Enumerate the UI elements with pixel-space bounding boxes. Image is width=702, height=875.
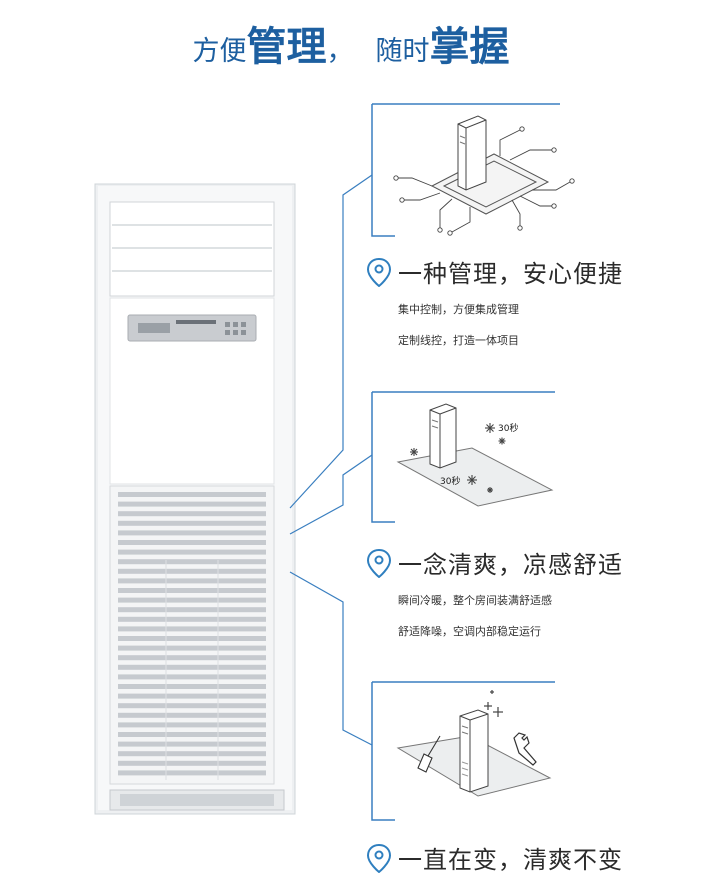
grille-slat (118, 712, 266, 718)
grille-slat (118, 501, 266, 507)
feature-heading: 一种管理，安心便捷 (398, 260, 623, 288)
grille-slat (118, 693, 266, 699)
intake-grille (118, 492, 266, 780)
grille-slat (118, 722, 266, 728)
grille-slat (118, 511, 266, 517)
feature-management: 一种管理，安心便捷 集中控制，方便集成管理 定制线控，打造一体项目 (366, 254, 623, 356)
grille-slat (118, 636, 266, 641)
grille-slat (118, 760, 266, 766)
grille-slat (118, 664, 266, 670)
feature-cooling: 一念清爽，凉感舒适 瞬间冷暖，整个房间装满舒适感 舒适降噪，空调内部稳定运行 (366, 545, 623, 647)
grille-slat (118, 684, 266, 689)
grille-slat (118, 607, 266, 613)
grille-slat (118, 655, 266, 661)
grille-slat (118, 549, 266, 555)
grille-slat (118, 732, 266, 737)
feature-heading: 一直在变，清爽不变 (398, 846, 623, 874)
grille-slat (118, 703, 266, 709)
illustration-rapid-cooling: 30秒 30秒 (371, 391, 555, 523)
title-part-4: 随时 (375, 36, 430, 67)
grille-slat (118, 751, 266, 757)
feature-heading: 一念清爽，凉感舒适 (398, 551, 623, 579)
grille-slat (118, 578, 266, 584)
feature-line: 瞬间冷暖，整个房间装满舒适感 (398, 594, 552, 607)
timer-label-1: 30秒 (498, 422, 518, 434)
grille-slat (118, 626, 266, 632)
grille-slat (118, 674, 266, 680)
brand-logo (176, 320, 216, 324)
page-title: 方便管理， 随时掌握 (0, 14, 702, 72)
grille-slat (118, 520, 266, 526)
feature-line: 舒适降噪，空调内部稳定运行 (398, 625, 541, 638)
grille-slat (118, 588, 266, 593)
feature-line: 集中控制，方便集成管理 (398, 303, 519, 316)
grille-slat (118, 559, 266, 565)
grille-slat (118, 741, 266, 747)
grille-slat (118, 770, 266, 776)
grille-slat (118, 568, 266, 574)
illustration-central-control (371, 103, 575, 237)
feature-line: 定制线控，打造一体项目 (398, 334, 519, 347)
title-part-5: 掌握 (429, 24, 510, 70)
grille-slat (118, 616, 266, 622)
grille-slat (118, 492, 266, 497)
display-panel (127, 314, 257, 342)
title-part-2: 管理 (246, 24, 327, 70)
air-conditioner-unit (94, 183, 296, 815)
grille-slat (118, 530, 266, 536)
grille-slat (118, 540, 266, 545)
grille-slat (118, 645, 266, 651)
feature-consistency: 一直在变，清爽不变 (366, 840, 623, 875)
illustration-maintenance (371, 681, 555, 821)
timer-label-2: 30秒 (440, 475, 460, 487)
location-pin-icon (367, 843, 391, 873)
title-part-1: 方便 (192, 36, 247, 67)
location-pin-icon (367, 257, 391, 287)
grille-slat (118, 597, 266, 603)
connector-lines (289, 174, 373, 746)
location-pin-icon (367, 548, 391, 578)
title-part-3: ， (326, 36, 354, 67)
